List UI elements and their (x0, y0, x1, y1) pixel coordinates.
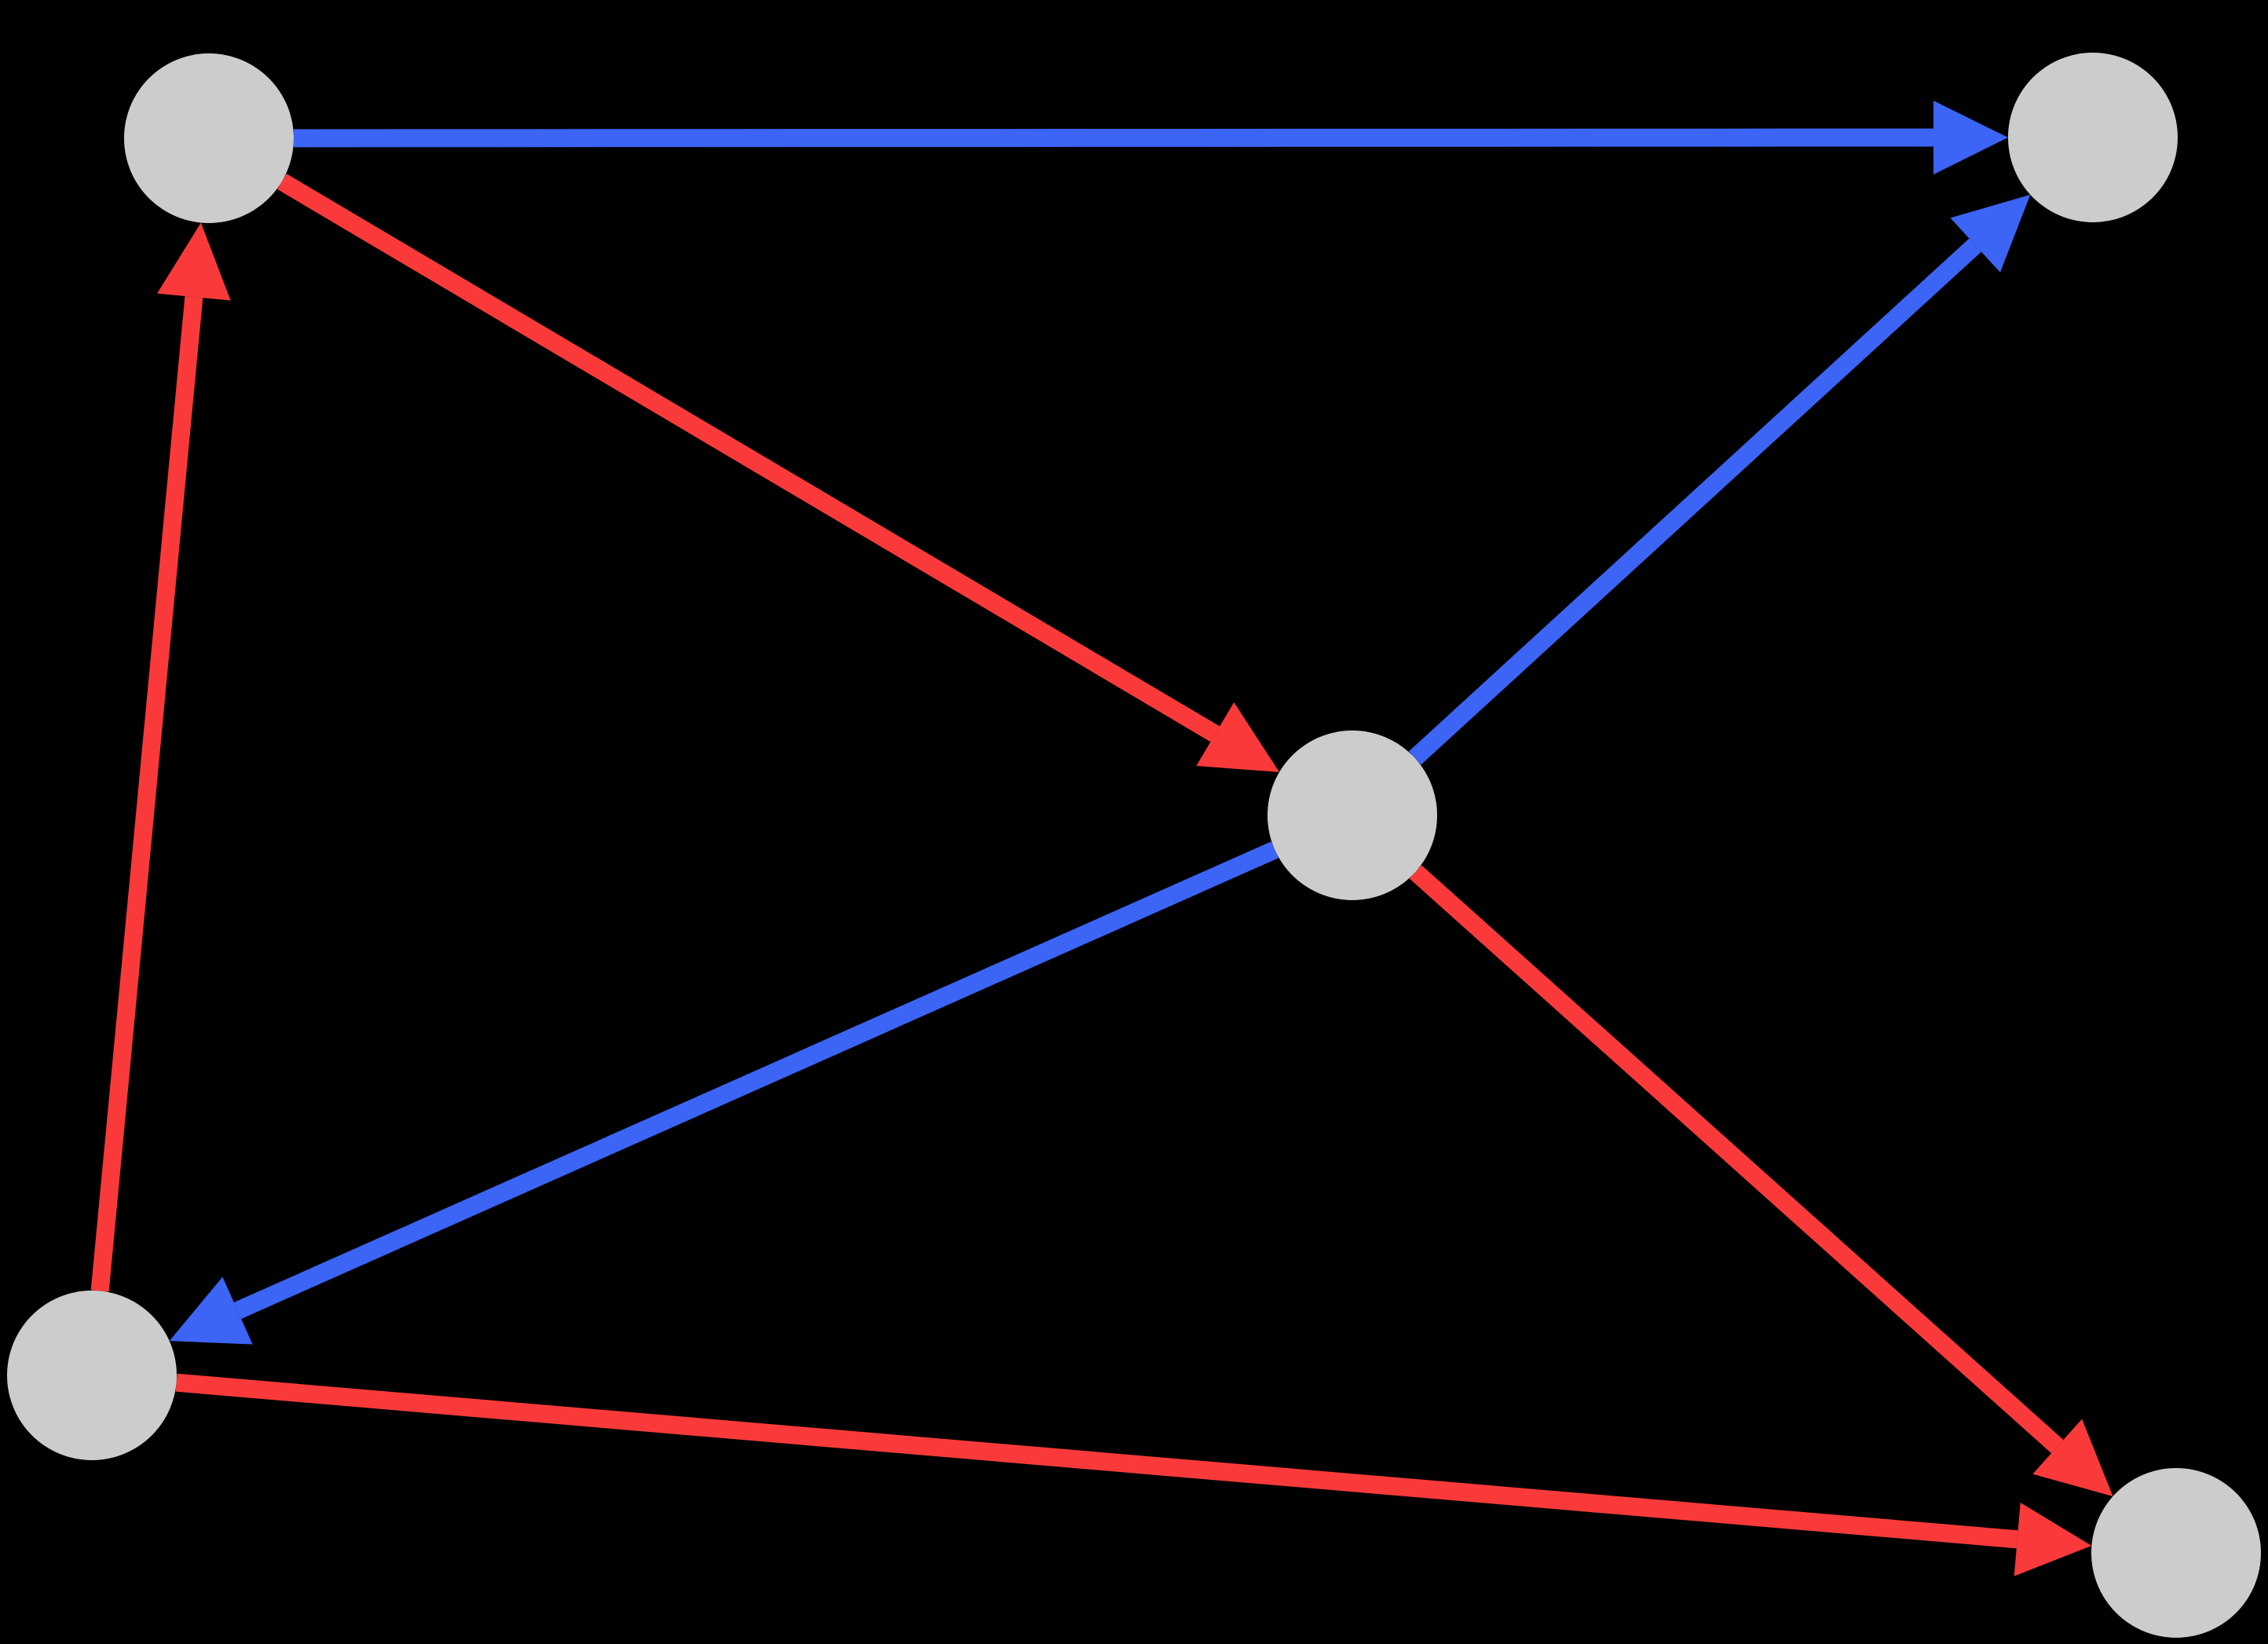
node-bottom-right (2091, 1468, 2261, 1638)
node-top-left (124, 53, 294, 223)
edge-bottom-left-to-top-left (90, 222, 231, 1292)
edge-line-red (175, 1373, 2018, 1549)
edge-center-to-top-right (1408, 194, 2031, 765)
edge-center-to-bottom-left (169, 841, 1278, 1345)
node-center (1268, 730, 1437, 900)
edges-layer (90, 101, 2113, 1576)
arrowhead-icon (157, 222, 231, 301)
arrowhead-icon (1950, 194, 2031, 273)
edge-line-red (277, 174, 1220, 742)
arrowhead-icon (169, 1276, 253, 1345)
edge-line-blue (293, 128, 1934, 148)
edge-line-blue (233, 841, 1278, 1320)
nodes-layer (7, 53, 2261, 1638)
node-bottom-left (7, 1291, 177, 1460)
arrowhead-icon (2014, 1502, 2092, 1576)
edge-center-to-bottom-right (1409, 865, 2113, 1496)
edge-top-left-to-top-right (293, 101, 2008, 175)
edge-top-left-to-center (277, 174, 1280, 772)
arrowhead-icon (1933, 101, 2008, 175)
arrowhead-icon (2032, 1419, 2113, 1496)
edge-line-red (90, 296, 203, 1292)
edge-line-red (1409, 865, 2064, 1454)
edge-line-blue (1408, 238, 1982, 765)
arrowhead-icon (1196, 702, 1280, 772)
edge-bottom-left-to-bottom-right (175, 1373, 2092, 1576)
node-top-right (2008, 53, 2178, 222)
